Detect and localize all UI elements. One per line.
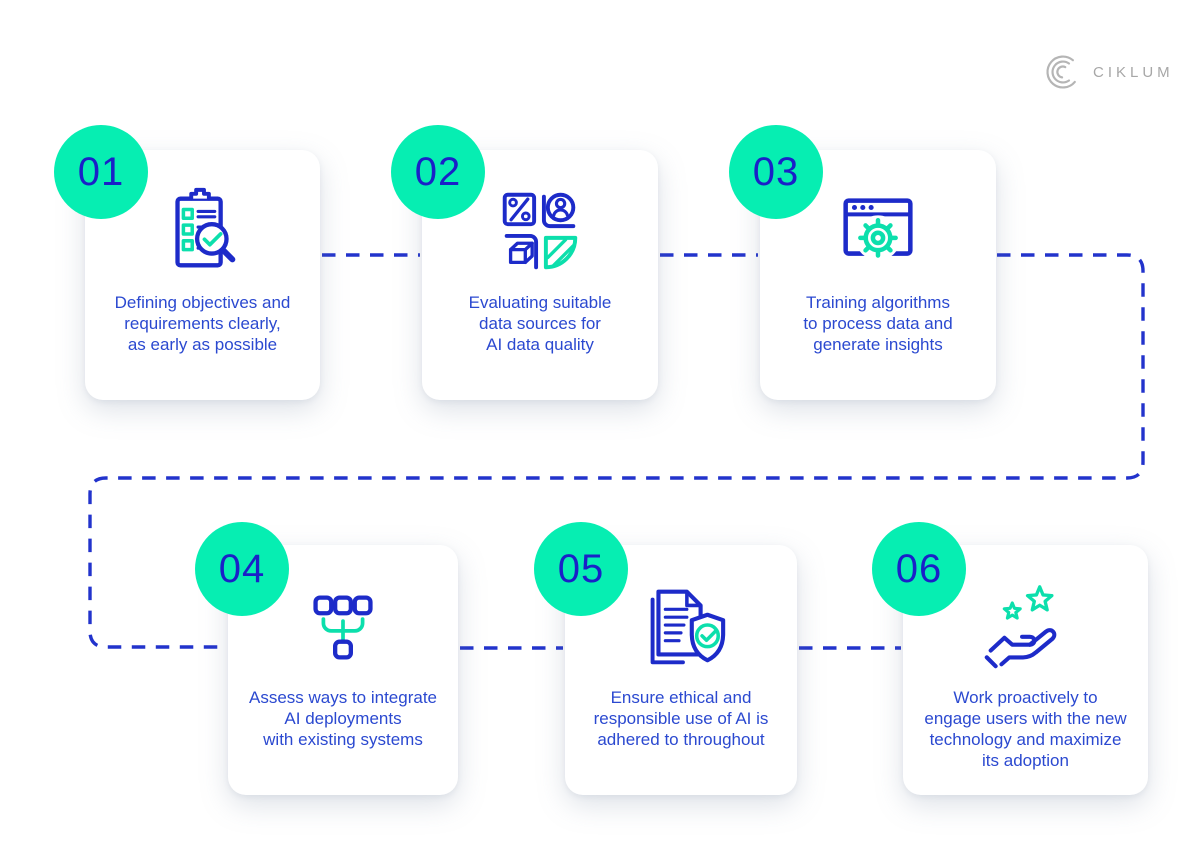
step-6-number: 06 <box>895 546 943 591</box>
step-4-number: 04 <box>218 546 266 591</box>
step-5-number: 05 <box>557 546 605 591</box>
hand-stars-icon <box>977 577 1075 677</box>
step-2-badge: 02 <box>391 125 485 219</box>
integration-icon <box>294 577 392 677</box>
step-5-badge: 05 <box>534 522 628 616</box>
step-4-label: Assess ways to integrate AI deployments … <box>248 688 438 750</box>
brand-name: CIKLUM <box>1093 63 1174 81</box>
ciklum-arcs-logo-icon <box>1046 55 1076 89</box>
step-2-label: Evaluating suitable data sources for AI … <box>468 293 612 355</box>
step-3-label: Training algorithms to process data and … <box>803 293 953 355</box>
step-3-badge: 03 <box>729 125 823 219</box>
step-1-number: 01 <box>77 149 125 194</box>
step-6-badge: 06 <box>872 522 966 616</box>
document-shield-icon <box>632 577 730 677</box>
step-2-number: 02 <box>414 149 462 194</box>
connector-3-4 <box>88 253 1145 649</box>
step-1-label: Defining objectives and requirements cle… <box>114 293 291 355</box>
step-5-label: Ensure ethical and responsible use of AI… <box>593 688 769 750</box>
brand-logo: CIKLUM <box>1043 52 1174 92</box>
step-6-label: Work proactively to engage users with th… <box>924 688 1127 771</box>
step-4-badge: 04 <box>195 522 289 616</box>
browser-gear-icon <box>829 182 927 282</box>
checklist-magnifier-icon <box>154 182 252 282</box>
step-1-badge: 01 <box>54 125 148 219</box>
step-3-number: 03 <box>752 149 800 194</box>
data-sources-icon <box>491 182 589 282</box>
